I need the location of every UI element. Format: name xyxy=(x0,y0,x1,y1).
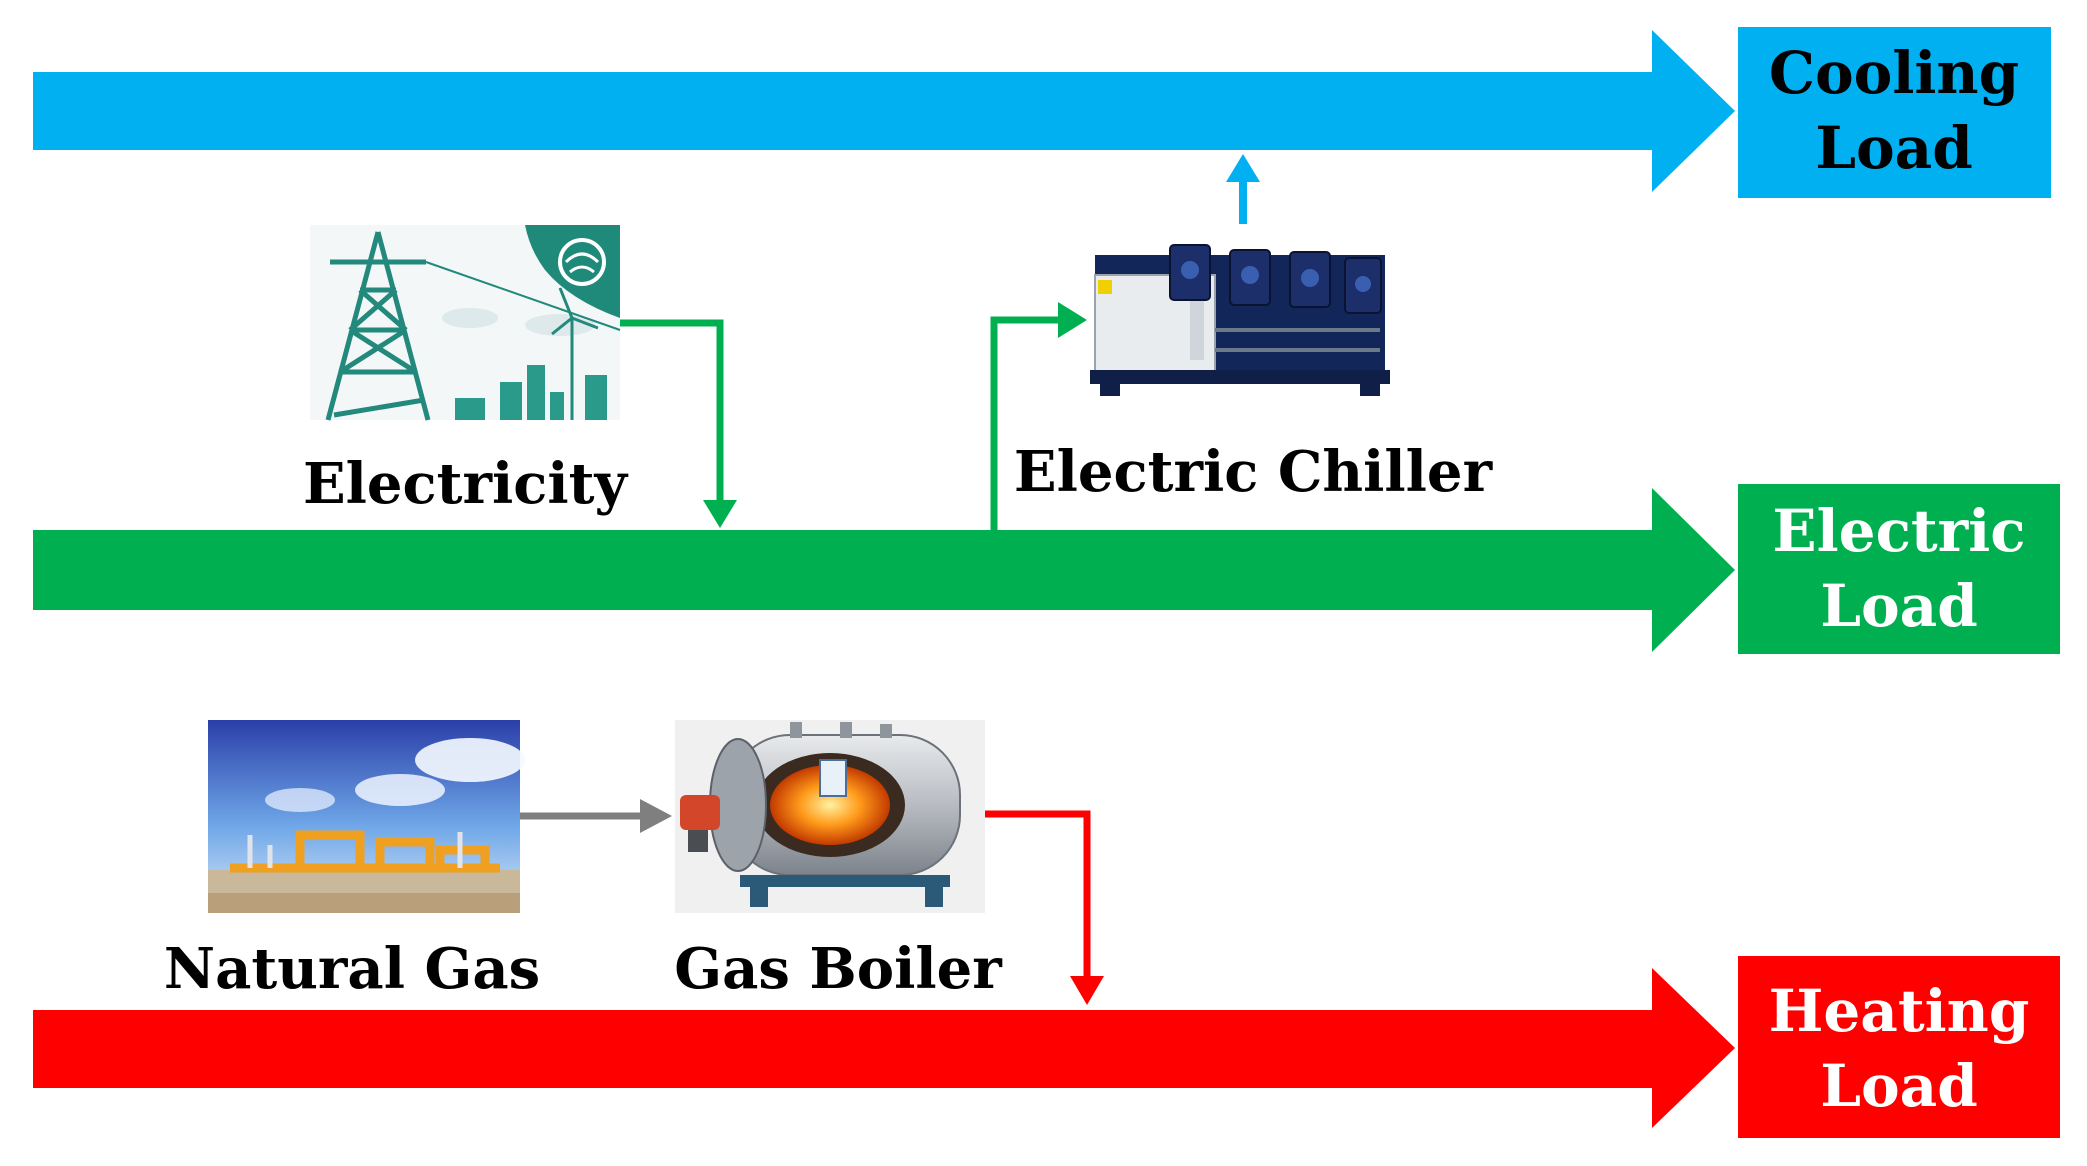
chiller-icon xyxy=(1090,244,1390,396)
electricity-label: Electricity xyxy=(303,451,629,517)
electric-bus-arrow xyxy=(33,488,1735,652)
boiler-label: Gas Boiler xyxy=(674,936,1003,1002)
boiler-to-heating-connector xyxy=(985,810,1104,1005)
boiler-icon xyxy=(675,720,985,913)
heating-load-line1: Heating xyxy=(1769,977,2030,1045)
cooling-load-box: Cooling Load xyxy=(1738,27,2051,198)
natural-gas-label: Natural Gas xyxy=(164,936,540,1002)
cooling-load-line1: Cooling xyxy=(1769,39,2019,107)
electricity-to-bus-connector xyxy=(620,319,737,528)
electric-load-line2: Load xyxy=(1820,572,1978,640)
cooling-bus-arrow xyxy=(33,30,1735,192)
electric-load-line1: Electric xyxy=(1772,497,2025,565)
gas-station-icon xyxy=(208,720,525,913)
electric-load-box: Electric Load xyxy=(1738,484,2060,654)
chiller-label: Electric Chiller xyxy=(1014,439,1494,505)
chiller-to-cooling-connector xyxy=(1226,154,1260,224)
power-grid-icon xyxy=(310,225,621,421)
heating-load-line2: Load xyxy=(1820,1052,1978,1120)
gas-to-boiler-connector xyxy=(520,799,672,833)
heating-load-box: Heating Load xyxy=(1738,956,2060,1138)
bus-to-chiller-connector xyxy=(990,302,1087,530)
heating-bus-arrow xyxy=(33,968,1735,1128)
cooling-load-line2: Load xyxy=(1815,114,1973,182)
